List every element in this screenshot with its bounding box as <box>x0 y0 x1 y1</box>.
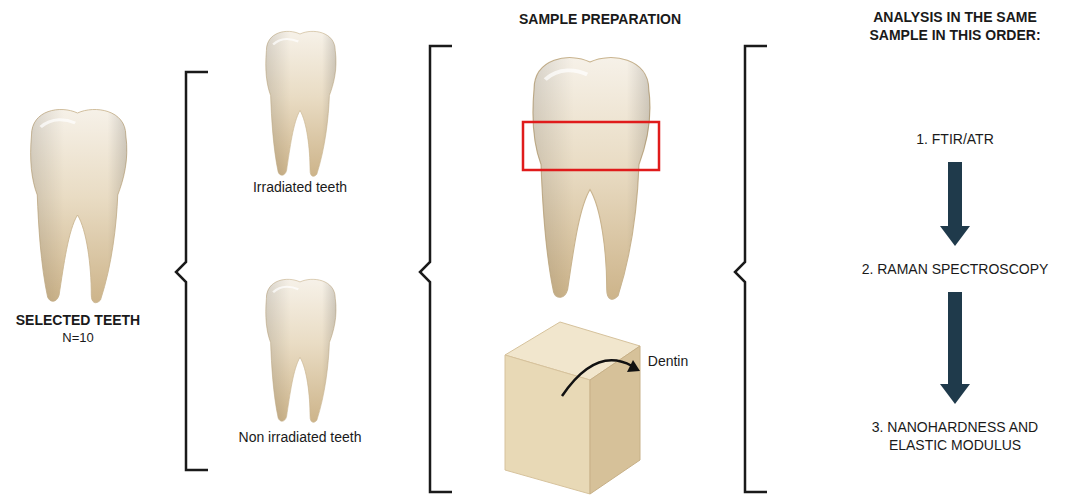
section-box <box>523 122 659 170</box>
analysis-step: 1. FTIR/ATR <box>916 130 994 148</box>
section-heading: ANALYSIS IN THE SAME SAMPLE IN THIS ORDE… <box>855 8 1055 44</box>
pointer-arrow <box>627 360 640 372</box>
tooth-illustration <box>266 31 336 176</box>
flow-arrow <box>940 162 970 246</box>
tooth-illustration <box>266 279 336 422</box>
tooth-illustration <box>31 109 127 302</box>
dentin-block <box>590 346 640 494</box>
flow-arrow <box>940 292 970 404</box>
bracket <box>735 46 767 492</box>
node-text: 2. RAMAN SPECTROSCOPY <box>862 260 1049 278</box>
node-text: Non irradiated teeth <box>239 428 362 446</box>
tooth-illustration <box>533 58 650 300</box>
analysis-step: 2. RAMAN SPECTROSCOPY <box>862 260 1049 278</box>
group-label: Irradiated teeth <box>253 178 347 196</box>
analysis-step: 3. NANOHARDNESS AND ELASTIC MODULUS <box>855 418 1055 454</box>
section-heading: SAMPLE PREPARATION <box>519 10 681 28</box>
pointer-arrow <box>562 360 632 396</box>
bracket <box>420 46 452 492</box>
part-label: Dentin <box>648 352 688 370</box>
node-text: SELECTED TEETH <box>16 311 140 329</box>
node-text: 3. NANOHARDNESS AND ELASTIC MODULUS <box>855 418 1055 454</box>
count-text: N=10 <box>16 329 140 347</box>
sample-group: SELECTED TEETHN=10 <box>16 311 140 347</box>
node-text: Irradiated teeth <box>253 178 347 196</box>
bracket <box>176 72 208 470</box>
group-label: Non irradiated teeth <box>239 428 362 446</box>
node-text: 1. FTIR/ATR <box>916 130 994 148</box>
